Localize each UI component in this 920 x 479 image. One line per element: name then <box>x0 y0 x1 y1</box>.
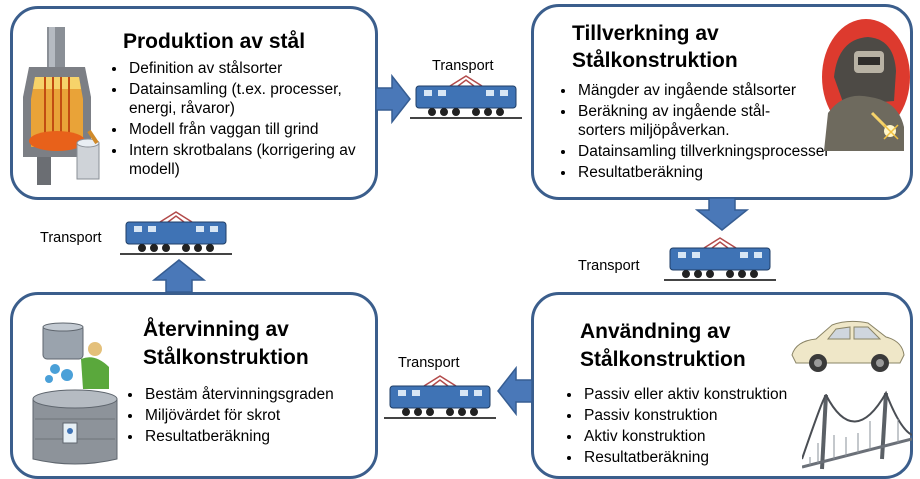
welder-illustration <box>822 19 910 151</box>
manufacturing-box: Tillverkning av Stålkonstruktion Mängder… <box>531 4 913 200</box>
transport-label-right: Transport <box>578 258 640 274</box>
list-item: Datainsamling (t.ex. processer, energi, … <box>127 80 387 118</box>
transport-label-top: Transport <box>432 58 494 74</box>
recycling-box: Återvinning av Stålkonstruktion Bestäm å… <box>10 292 378 479</box>
manufacturing-list: Mängder av ingående stålsorter Beräkning… <box>558 81 866 184</box>
list-item: Mängder av ingående stålsorter <box>576 81 866 100</box>
arrow-up-icon <box>152 259 206 293</box>
list-item: Definition av stålsorter <box>127 59 387 78</box>
list-item: Miljövärdet för skrot <box>143 406 383 425</box>
arrow-left-icon <box>497 366 533 416</box>
train-icon <box>664 237 776 281</box>
list-item: Intern skrotbalans (korrigering av model… <box>127 141 387 179</box>
usage-title-line1: Användning av <box>580 320 731 343</box>
recycling-title-line2: Stålkonstruktion <box>143 346 309 369</box>
list-item: Modell från vaggan till grind <box>127 120 387 139</box>
list-item: Passiv konstruktion <box>582 406 832 425</box>
usage-list: Passiv eller aktiv konstruktion Passiv k… <box>564 385 832 469</box>
train-icon <box>384 375 496 419</box>
bridge-illustration <box>802 390 912 470</box>
list-item: Resultatberäkning <box>576 163 866 182</box>
usage-box: Användning av Stålkonstruktion Passiv el… <box>531 292 913 479</box>
list-item: Resultatberäkning <box>143 427 383 446</box>
list-item: Aktiv konstruktion <box>582 427 832 446</box>
arrow-right-icon <box>375 74 411 124</box>
list-item: Datainsamling tillverkningsprocesser <box>576 142 866 161</box>
furnace-illustration <box>23 27 100 185</box>
recycling-title-line1: Återvinning av <box>143 318 289 341</box>
list-item: Bestäm återvinningsgraden <box>143 385 383 404</box>
car-illustration <box>791 320 905 372</box>
list-item: Passiv eller aktiv konstruktion <box>582 385 832 404</box>
train-icon <box>120 211 232 255</box>
manufacturing-title-line1: Tillverkning av <box>572 22 719 45</box>
production-box: Produktion av stål Definition av stålsor… <box>10 6 378 200</box>
production-title: Produktion av stål <box>123 30 306 53</box>
list-item: Beräkning av ingående stål-sorters miljö… <box>576 102 808 140</box>
transport-label-left: Transport <box>40 230 102 246</box>
recycling-bin-illustration <box>32 322 118 465</box>
recycling-list: Bestäm återvinningsgraden Miljövärdet fö… <box>125 385 383 448</box>
arrow-down-icon <box>695 197 749 231</box>
usage-title-line2: Stålkonstruktion <box>580 348 746 371</box>
transport-label-bottom: Transport <box>398 355 460 371</box>
list-item: Resultatberäkning <box>582 448 832 467</box>
manufacturing-title-line2: Stålkonstruktion <box>572 49 738 72</box>
production-list: Definition av stålsorter Datainsamling (… <box>109 59 387 181</box>
train-icon <box>410 75 522 119</box>
